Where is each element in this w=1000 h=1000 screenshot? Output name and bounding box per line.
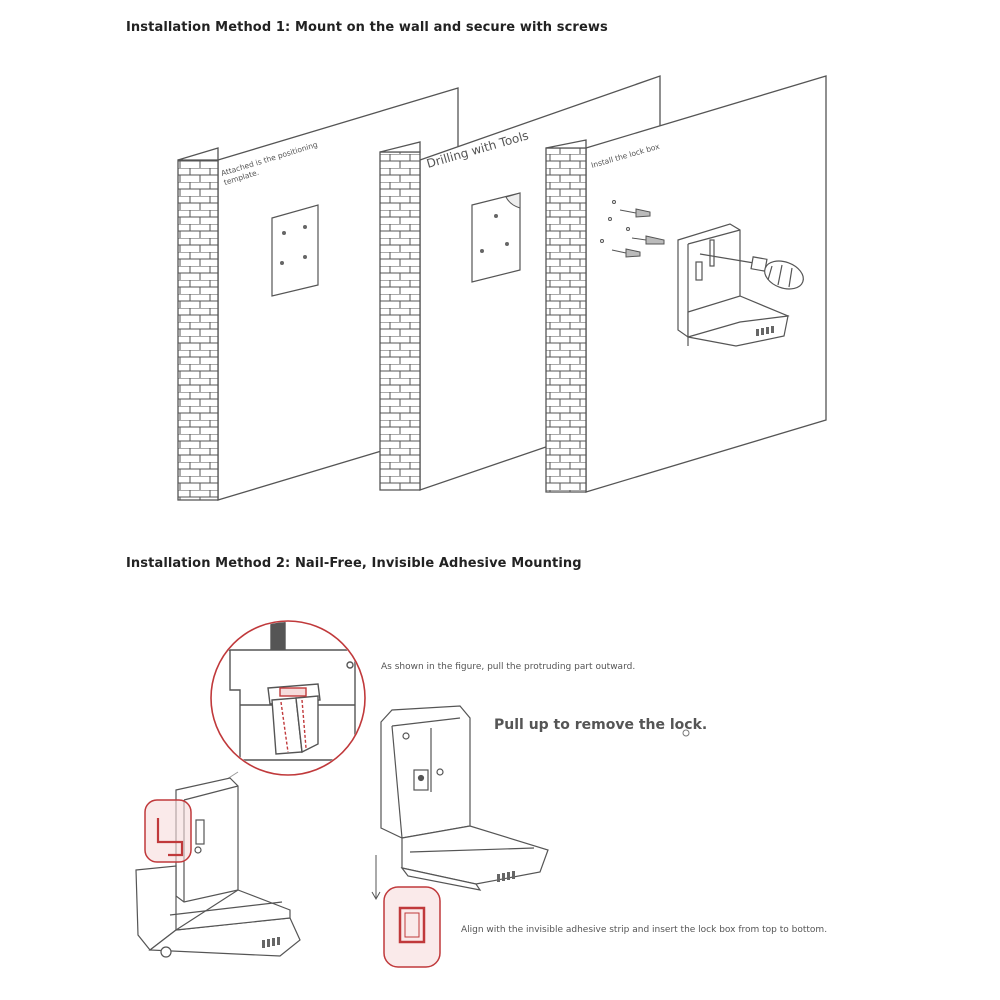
- note-align-adhesive: Align with the invisible adhesive strip …: [461, 925, 828, 935]
- down-arrow-icon: [371, 855, 381, 901]
- zoom-callout: [181, 620, 366, 809]
- positioning-template: [271, 204, 319, 297]
- note-pull-up: Pull up to remove the lock.: [494, 717, 708, 733]
- adhesive-strip-highlight-left: [144, 799, 192, 863]
- lock-box-mounted: [677, 223, 790, 347]
- note-pull-outward: As shown in the figure, pull the protrud…: [381, 662, 636, 672]
- dot-marker: [682, 729, 690, 737]
- screws-icon: [600, 200, 665, 258]
- lock-box-open-left: [135, 777, 301, 958]
- drill-template: [471, 192, 521, 283]
- method1-heading: Installation Method 1: Mount on the wall…: [126, 20, 608, 35]
- screwdriver-icon: [699, 253, 804, 290]
- adhesive-strip-icon: [383, 886, 441, 968]
- lock-box-upright-right: [380, 705, 549, 891]
- wall-step-3: Install the lock box: [545, 75, 827, 493]
- method2-heading: Installation Method 2: Nail-Free, Invisi…: [126, 556, 582, 571]
